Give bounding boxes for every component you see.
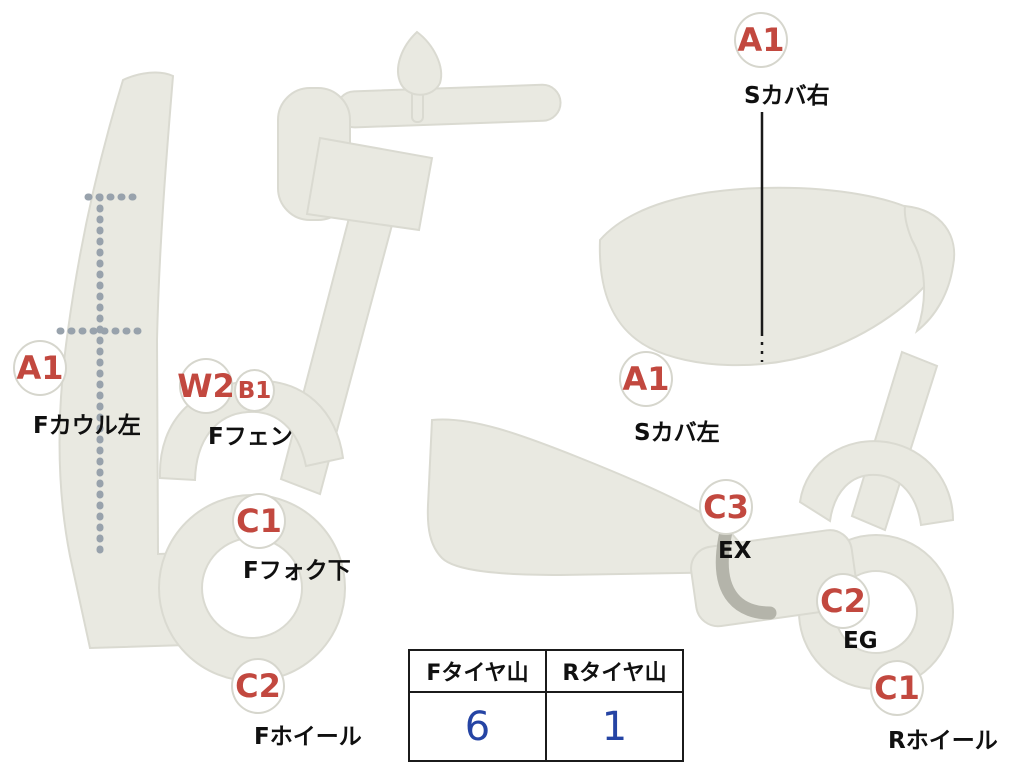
damage-label-engine: EG [843,628,878,654]
front-tire-tread-header: Fタイヤ山 [408,649,547,693]
tire-tread-header-row: Fタイヤ山 Rタイヤ山 [408,649,684,693]
damage-label-f-fork-lower: Fフォク下 [243,558,351,584]
damage-marker-exhaust: C3 [699,479,753,535]
damage-marker-f-fork-lower: C1 [232,493,286,549]
rear-tire-tread-value: 1 [545,691,684,762]
mirror-shape [397,30,443,123]
damage-marker-f-wheel: C2 [231,658,285,714]
exhaust-pipe-shape [715,505,777,620]
damage-marker-engine: C2 [816,573,870,629]
damage-label-f-cowl-left: Fカウル左 [33,413,141,439]
tire-tread-value-row: 6 1 [408,691,684,762]
rear-tire-tread-header: Rタイヤ山 [545,649,684,693]
damage-marker-f-fender: W2 [177,358,235,414]
damage-marker-f-cowl-left: A1 [13,340,67,396]
damage-marker-s-cover-left: A1 [619,351,673,407]
rear-fender-shape [798,440,955,527]
damage-marker-r-wheel: C1 [870,660,924,716]
seat-body-shape [598,186,956,367]
front-wheel-shape [158,494,346,682]
damage-marker-s-cover-right: A1 [734,12,788,68]
front-tire-tread-value: 6 [408,691,547,762]
damage-label-s-cover-left: Sカバ左 [634,420,720,446]
damage-marker-f-fender-sub: B1 [234,369,275,412]
damage-label-f-fender: Fフェン [208,424,293,450]
damage-label-s-cover-right: Sカバ右 [744,83,830,109]
damage-label-f-wheel: Fホイール [254,724,362,750]
front-cowl-shape [56,71,285,650]
tire-tread-table: Fタイヤ山 Rタイヤ山 6 1 [408,649,684,762]
handlebar-shape [277,83,562,232]
damage-label-r-wheel: Rホイール [888,728,998,754]
damage-label-exhaust: EX [718,538,752,564]
